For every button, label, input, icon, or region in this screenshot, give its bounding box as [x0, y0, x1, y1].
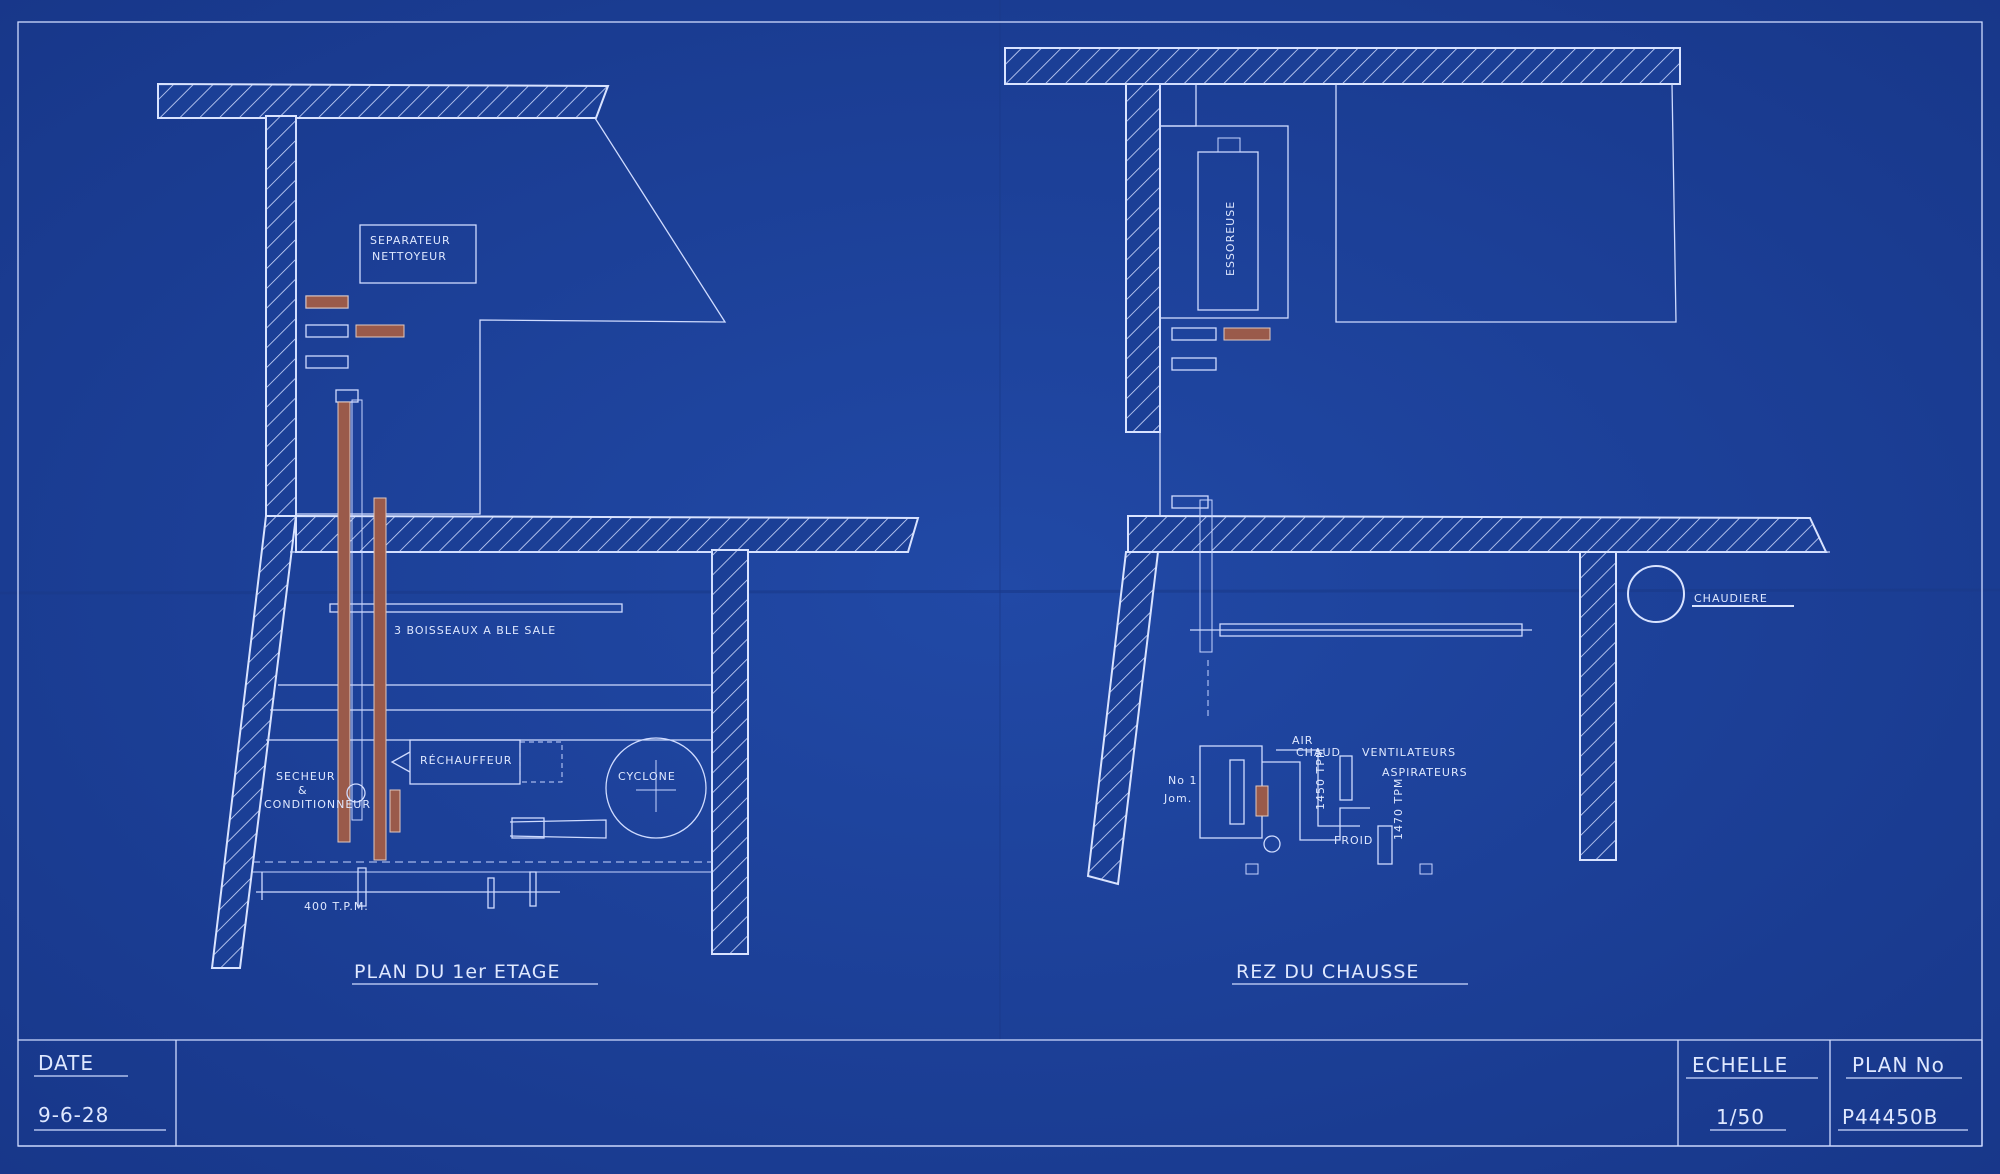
label-cyclone: CYCLONE: [618, 770, 676, 783]
label-separator: SEPARATEUR: [370, 234, 451, 247]
label-no1: No 1: [1168, 774, 1197, 787]
label-jom: Jom.: [1163, 792, 1192, 805]
label-conditioner: CONDITIONNEUR: [264, 798, 371, 811]
label-hot-air-2: CHAUD: [1296, 746, 1341, 759]
scale-value: 1/50: [1716, 1105, 1765, 1129]
label-dryer-and: &: [298, 784, 308, 797]
scale-label: ECHELLE: [1692, 1053, 1788, 1077]
title-block: [18, 1039, 1983, 1147]
plan-ground-floor: [1004, 47, 1830, 886]
label-hot-air: AIR: [1292, 734, 1313, 747]
label-dryer: SECHEUR: [276, 770, 336, 783]
label-boiler: CHAUDIERE: [1694, 592, 1768, 605]
date-value: 9-6-28: [38, 1103, 109, 1127]
label-bins: 3 BOISSEAUX A BLE SALE: [394, 624, 556, 637]
label-fans: VENTILATEURS: [1362, 746, 1456, 759]
label-aspirators: ASPIRATEURS: [1382, 766, 1468, 779]
date-label: DATE: [38, 1051, 94, 1075]
cyclone-circle: [605, 737, 707, 839]
plan-no-value: P44450B: [1842, 1105, 1938, 1129]
label-cleaner: NETTOYEUR: [372, 250, 447, 263]
boiler-circle: [1627, 565, 1685, 623]
label-rpm: 400 T.P.M.: [304, 900, 369, 913]
plan-no-label: PLAN No: [1852, 1053, 1945, 1077]
label-reheater: RÉCHAUFFEUR: [420, 754, 512, 767]
left-plan-title: PLAN DU 1er ETAGE: [354, 961, 560, 983]
plan-first-floor: [157, 82, 920, 969]
label-essoreuse: ESSOREUSE: [1224, 201, 1237, 276]
right-plan-title: REZ DU CHAUSSE: [1236, 961, 1419, 983]
label-rpm-a: 1450 TPM: [1314, 748, 1327, 810]
label-rpm-b: 1470 TPM: [1392, 778, 1405, 840]
label-cold: FROID: [1334, 834, 1373, 847]
separator-box: [359, 224, 477, 284]
